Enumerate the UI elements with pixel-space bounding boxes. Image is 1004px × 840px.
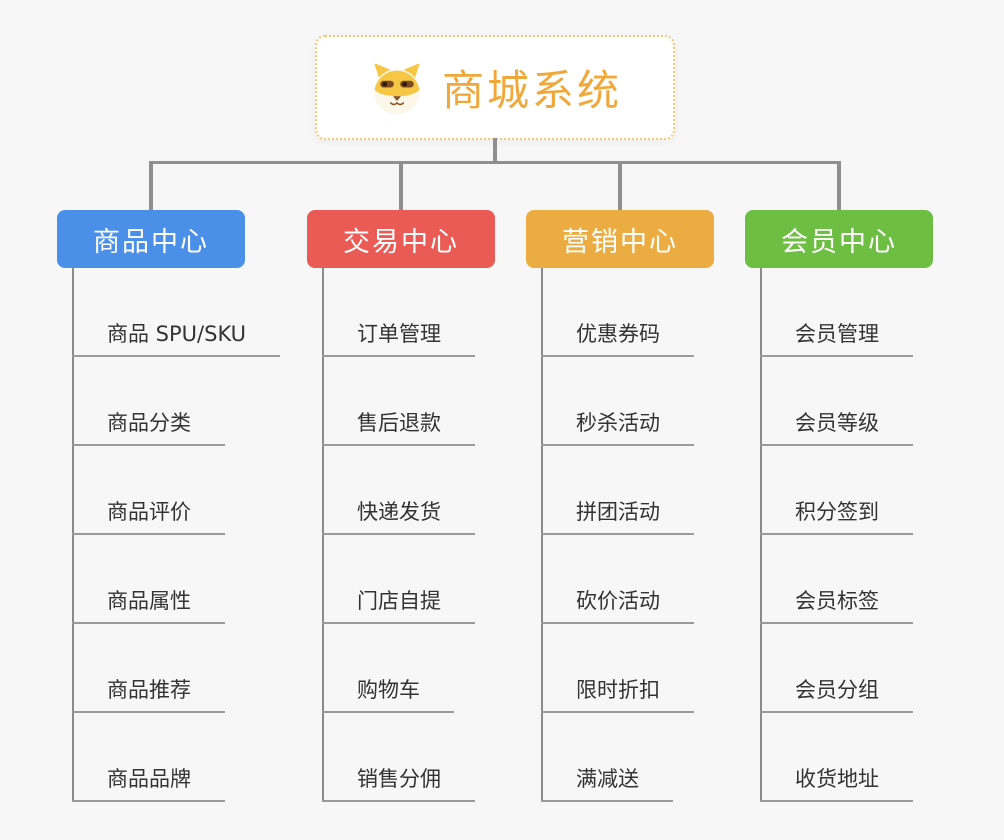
branch-members: 会员中心 会员管理 会员等级 积分签到 会员标签 会员分组 收货地址 <box>745 210 933 802</box>
mindmap-item[interactable]: 秒杀活动 <box>541 357 694 446</box>
branch-marketing: 营销中心 优惠券码 秒杀活动 拼团活动 砍价活动 限时折扣 满减送 <box>526 210 714 802</box>
connector-rail <box>149 161 841 164</box>
mindmap-item[interactable]: 拼团活动 <box>541 446 694 535</box>
mindmap-item[interactable]: 会员等级 <box>760 357 913 446</box>
branch-box-products[interactable]: 商品中心 <box>57 210 245 268</box>
mindmap-item[interactable]: 收货地址 <box>760 713 913 802</box>
branch-products: 商品中心 商品 SPU/SKU 商品分类 商品评价 商品属性 商品推荐 商品品牌 <box>57 210 281 802</box>
mindmap-item[interactable]: 优惠券码 <box>541 268 694 357</box>
dog-icon <box>374 63 420 114</box>
branch-box-members[interactable]: 会员中心 <box>745 210 933 268</box>
connector-stub-marketing <box>618 162 622 210</box>
mindmap-item[interactable]: 商品属性 <box>72 535 225 624</box>
mindmap-item[interactable]: 商品 SPU/SKU <box>72 268 281 357</box>
mindmap-item[interactable]: 订单管理 <box>322 268 475 357</box>
sub-list-marketing: 优惠券码 秒杀活动 拼团活动 砍价活动 限时折扣 满减送 <box>541 268 694 802</box>
mindmap-item[interactable]: 销售分佣 <box>322 713 475 802</box>
sub-list-members: 会员管理 会员等级 积分签到 会员标签 会员分组 收货地址 <box>760 268 913 802</box>
root-title: 商城系统 <box>441 66 622 115</box>
branch-trade: 交易中心 订单管理 售后退款 快递发货 门店自提 购物车 销售分佣 <box>307 210 495 802</box>
mindmap-item[interactable]: 商品推荐 <box>72 624 225 713</box>
mindmap-item[interactable]: 售后退款 <box>322 357 475 446</box>
mindmap-item[interactable]: 满减送 <box>541 713 673 802</box>
mindmap-item[interactable]: 商品评价 <box>72 446 225 535</box>
mindmap-item[interactable]: 限时折扣 <box>541 624 694 713</box>
root-node[interactable]: 商城系统 <box>315 35 675 140</box>
mindmap-item[interactable]: 会员管理 <box>760 268 913 357</box>
mindmap-item[interactable]: 商品品牌 <box>72 713 225 802</box>
branch-box-trade[interactable]: 交易中心 <box>307 210 495 268</box>
connector-stub-trade <box>399 162 403 210</box>
mindmap-item[interactable]: 积分签到 <box>760 446 913 535</box>
connector-stub-products <box>149 162 153 210</box>
mindmap-item[interactable]: 会员标签 <box>760 535 913 624</box>
connector-stub-members <box>837 162 841 210</box>
mindmap-item[interactable]: 商品分类 <box>72 357 225 446</box>
mindmap-item[interactable]: 购物车 <box>322 624 454 713</box>
mindmap-item[interactable]: 门店自提 <box>322 535 475 624</box>
mindmap-item[interactable]: 会员分组 <box>760 624 913 713</box>
mindmap-item[interactable]: 快递发货 <box>322 446 475 535</box>
connector-root-stub <box>493 138 497 164</box>
sub-list-products: 商品 SPU/SKU 商品分类 商品评价 商品属性 商品推荐 商品品牌 <box>72 268 281 802</box>
mindmap-item[interactable]: 砍价活动 <box>541 535 694 624</box>
branch-box-marketing[interactable]: 营销中心 <box>526 210 714 268</box>
sub-list-trade: 订单管理 售后退款 快递发货 门店自提 购物车 销售分佣 <box>322 268 475 802</box>
